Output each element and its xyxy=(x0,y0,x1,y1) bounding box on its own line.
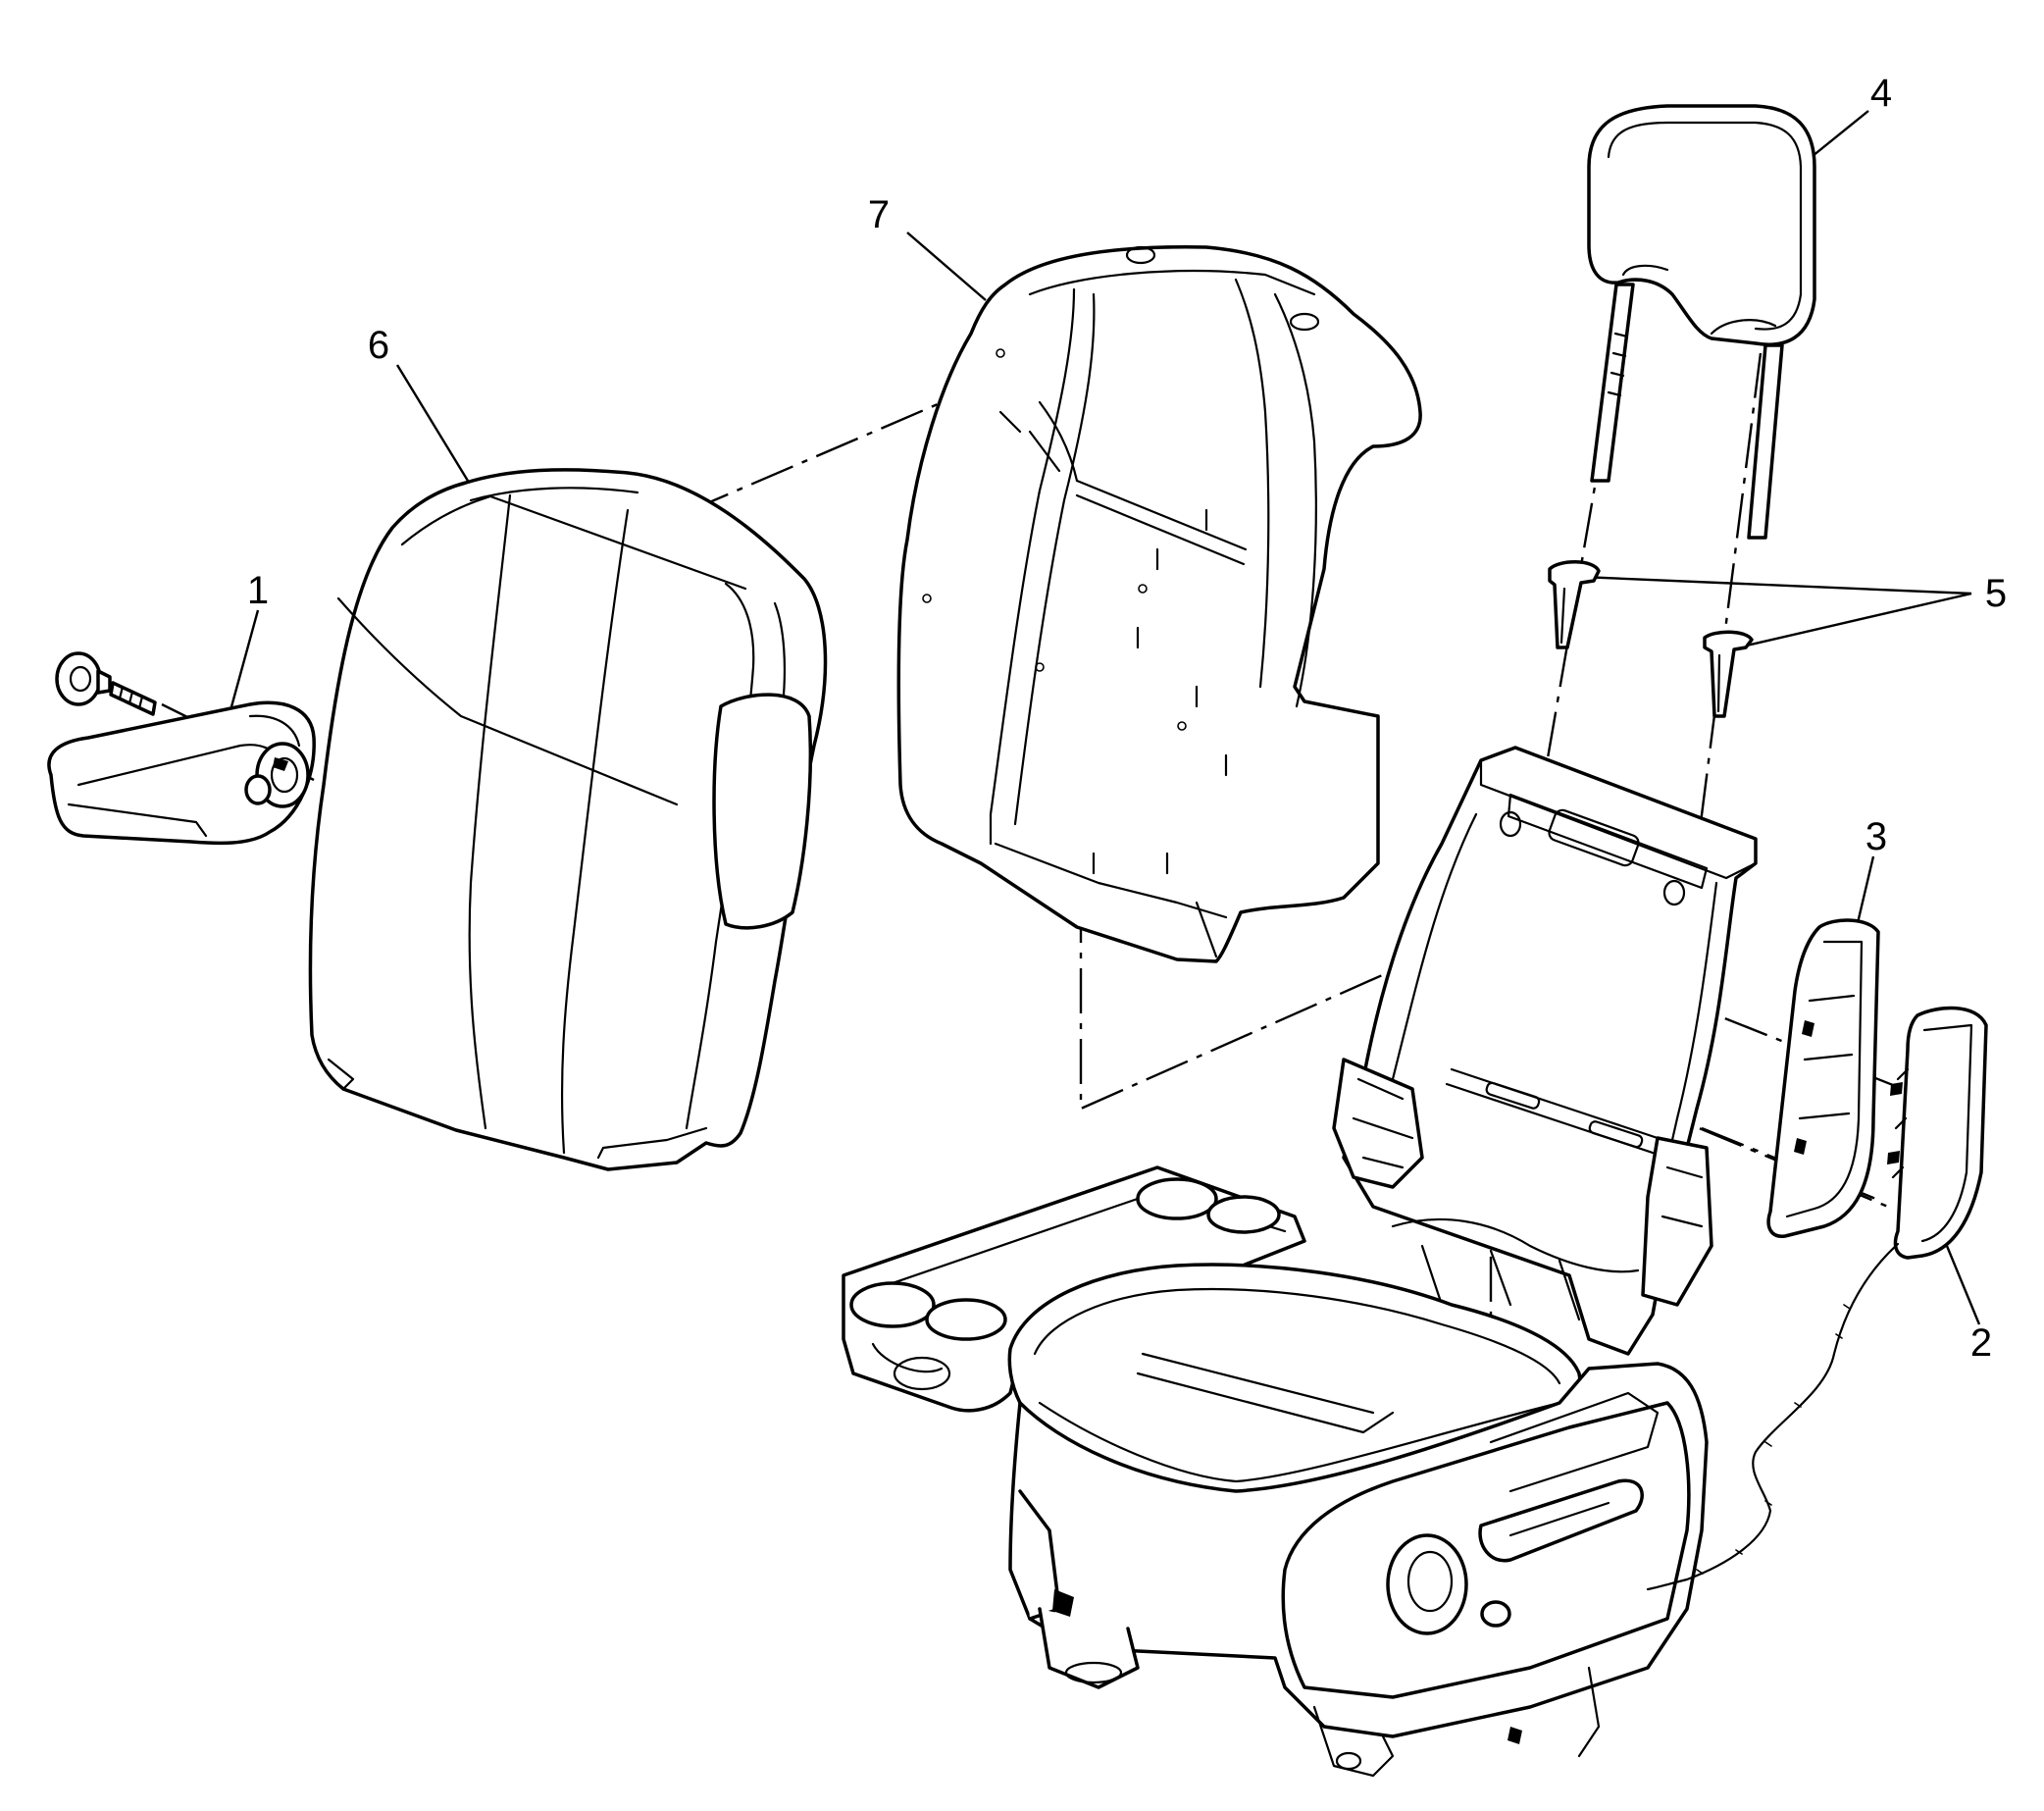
callout-3: 3 xyxy=(1865,815,1887,858)
seatback-cover-part xyxy=(308,468,828,1171)
callout-1: 1 xyxy=(247,569,269,612)
seat-base-part xyxy=(1008,1362,1709,1778)
seat-frame-part xyxy=(1332,746,1758,1356)
callout-7: 7 xyxy=(868,193,890,236)
side-trim-outer-part xyxy=(1646,1006,1988,1591)
callout-6: 6 xyxy=(368,324,389,367)
armrest-part xyxy=(47,651,316,846)
seatback-pad-part xyxy=(896,245,1422,963)
callout-4: 4 xyxy=(1870,72,1892,115)
leader-lines xyxy=(226,110,1981,1325)
side-trim-inner-part xyxy=(1766,918,1880,1238)
callout-5: 5 xyxy=(1985,572,2007,615)
headrest-part xyxy=(1587,104,1816,540)
callout-2: 2 xyxy=(1970,1321,1992,1365)
headrest-guides-part xyxy=(1548,560,1754,718)
callout-labels: 1 2 3 4 5 6 7 xyxy=(247,72,2007,1365)
